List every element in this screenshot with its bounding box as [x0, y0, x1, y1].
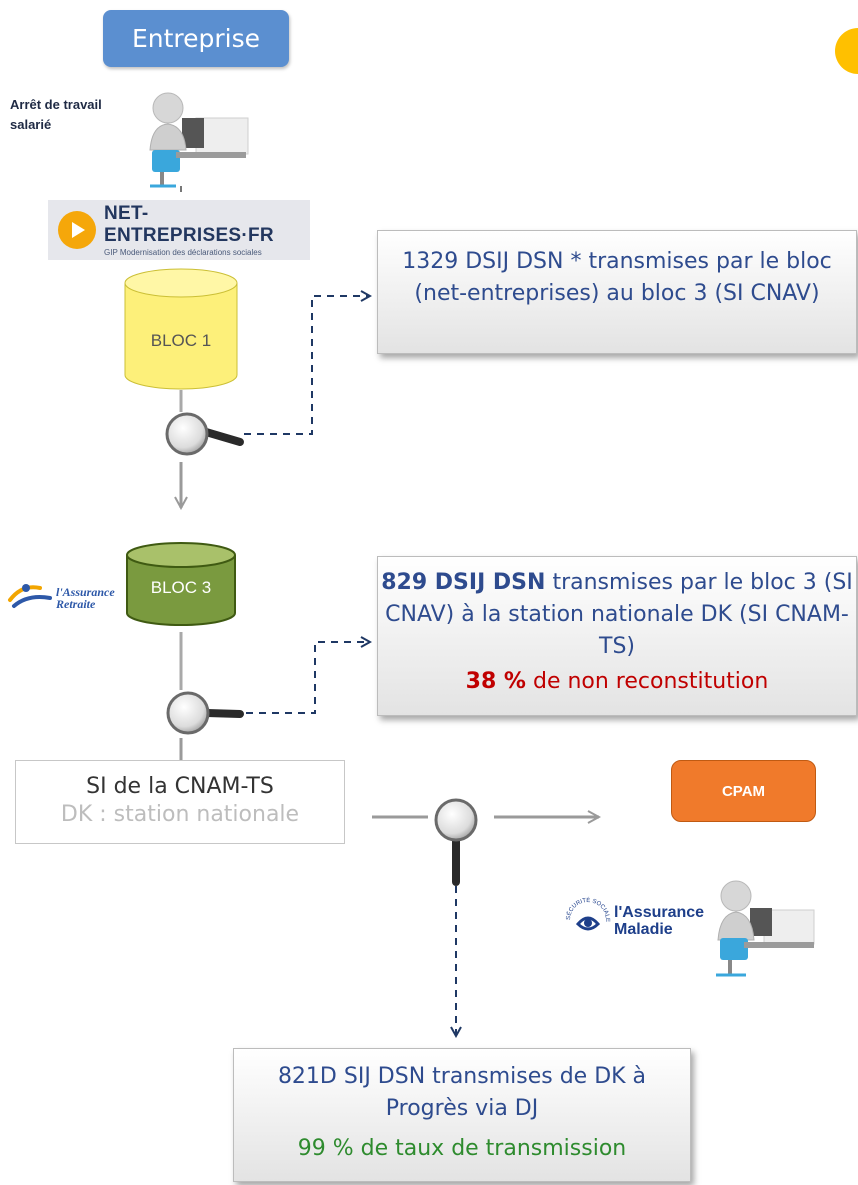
si-box-line2: DK : station nationale	[60, 802, 300, 827]
info-box-net-entreprises: 1329 DSIJ DSN * transmises par le bloc (…	[377, 230, 857, 354]
bloc3-database-icon	[126, 542, 236, 626]
play-icon	[58, 211, 96, 249]
bloc1-database-icon	[124, 268, 238, 390]
box1-text: 1329 DSIJ DSN * transmises par le bloc (…	[402, 249, 832, 306]
bloc1-label: BLOC 1	[150, 331, 212, 350]
retraite-logo-line1: l'Assurance	[56, 585, 115, 599]
net-entreprises-logo: NET-ENTREPRISES·FR GIP Modernisation des…	[48, 200, 310, 260]
cpam-label: CPAM	[721, 782, 766, 800]
magnifier-icon-1	[165, 412, 244, 456]
employee-at-desk-icon	[149, 92, 249, 188]
maladie-logo-line2: Maladie	[614, 921, 673, 938]
box3-line2: 99 % de taux de transmission	[297, 1136, 627, 1161]
net-entreprises-subtitle: GIP Modernisation des déclarations socia…	[104, 248, 262, 257]
magnifier-icon-2	[166, 691, 244, 735]
worker-label-line1: Arrêt de travail	[10, 97, 102, 112]
box2-rate-text: de non reconstitution	[525, 669, 769, 694]
maladie-emblem-icon: SÉCURITÉ SOCIALE	[566, 897, 610, 931]
entreprise-button[interactable]: Entreprise	[103, 10, 289, 67]
worker-label-line2: salarié	[10, 117, 52, 132]
dashed-arrow-to-box1	[244, 296, 370, 435]
box2-main-text: 829 DSIJ DSN transmises par le bloc 3 (S…	[378, 567, 856, 663]
maladie-logo-line1: l'Assurance	[614, 904, 705, 921]
assurance-retraite-logo: l'Assurance Retraite	[6, 570, 118, 620]
retraite-swoosh-icon	[8, 584, 52, 608]
box2-rate-value: 38 %	[465, 669, 526, 694]
box2-description: transmises par le bloc 3 (SI CNAV) à la …	[385, 570, 853, 659]
cpam-button[interactable]: CPAM	[671, 760, 816, 822]
magnifier-icon-3	[434, 798, 478, 886]
bloc3-label: BLOC 3	[150, 578, 212, 597]
retraite-logo-line2: Retraite	[56, 597, 96, 611]
box2-count: 829 DSIJ DSN	[381, 570, 546, 595]
yellow-status-dot	[835, 28, 858, 74]
worker-label: Arrêt de travail salarié	[10, 95, 150, 135]
info-box-dk-progres: 821D SIJ DSN transmises de DK à Progrès …	[233, 1048, 691, 1182]
dashed-arrow-to-box2	[246, 642, 370, 714]
box3-line1: 821D SIJ DSN transmises de DK à Progrès …	[277, 1064, 647, 1121]
info-box-bloc3: 829 DSIJ DSN transmises par le bloc 3 (S…	[377, 556, 857, 716]
si-box-line1: SI de la CNAM-TS	[86, 774, 274, 799]
cpam-employee-at-desk-icon	[716, 880, 815, 977]
box2-rate-line: 38 % de non reconstitution	[378, 666, 856, 698]
entreprise-label: Entreprise	[131, 24, 261, 53]
assurance-maladie-logo: SÉCURITÉ SOCIALE l'Assurance Maladie	[560, 890, 704, 950]
si-cnam-ts-box: SI de la CNAM-TS DK : station nationale	[15, 760, 345, 844]
net-entreprises-title: NET-ENTREPRISES·FR	[104, 203, 274, 246]
